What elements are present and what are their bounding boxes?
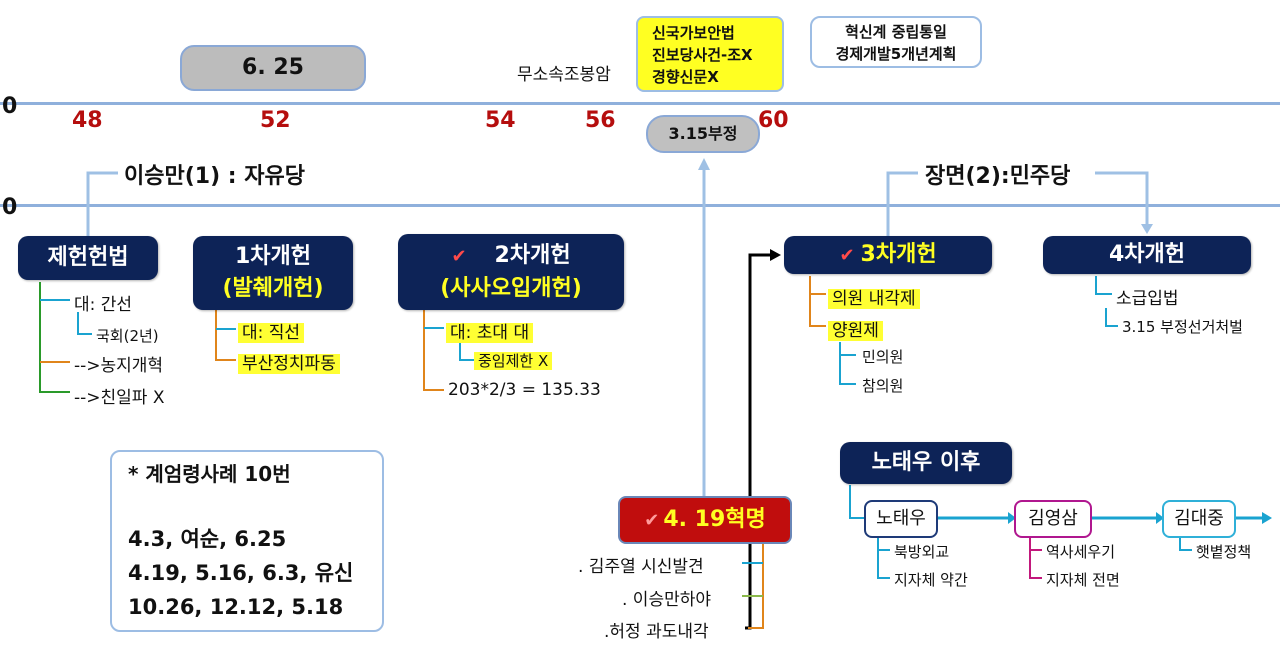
second-item-2-label: 중임제한 X (474, 352, 553, 370)
year-48: 48 (72, 108, 103, 133)
first-item-1-label: 대: 직선 (238, 323, 305, 343)
roh-item-2: 지자체 약간 (894, 571, 968, 589)
third-item-2-label: 양원제 (828, 321, 883, 341)
event-muso: 무소속조봉암 (517, 65, 611, 85)
fourth-item-2: 3.15 부정선거처벌 (1122, 318, 1243, 336)
revolution-box: ✔4. 19혁명 (618, 496, 792, 544)
second-amendment-box: ✔ 2차개헌 (사사오입개헌) (398, 234, 624, 310)
third-title: 3차개헌 (860, 242, 937, 267)
check-icon: ✔ (451, 246, 467, 267)
constitution-item-3: -->농지개혁 (74, 356, 164, 376)
constitution-item-4: -->친일파 X (74, 388, 165, 408)
second-item-3: 203*2/3 = 135.33 (448, 380, 601, 400)
roh-box: 노태우 (864, 500, 938, 538)
martial-law-box: * 계엄령사례 10번 4.3, 여순, 6.25 4.19, 5.16, 6.… (110, 450, 384, 632)
after-roh-title: 노태우 이후 (871, 450, 981, 475)
martial-line-1: 4.3, 여순, 6.25 (128, 527, 287, 551)
second-title: 2차개헌 (494, 243, 571, 268)
constitution-title: 제헌헌법 (47, 245, 129, 270)
third-item-2: 양원제 (828, 316, 883, 341)
third-item-1-label: 의원 내각제 (828, 289, 920, 309)
kdj-box: 김대중 (1162, 500, 1236, 538)
year-52: 52 (260, 108, 291, 133)
kdj-item-1: 햇볕정책 (1196, 543, 1252, 561)
yellow-events-box: 신국가보안법 진보당사건-조X 경향신문X (636, 16, 784, 92)
first-subtitle: (발췌개헌) (222, 276, 324, 301)
third-item-4: 참의원 (862, 377, 904, 395)
timeline-zero-top: 0 (2, 94, 18, 119)
check-icon: ✔ (644, 510, 660, 531)
event-625: 6. 25 (180, 45, 366, 91)
third-amendment-box: ✔3차개헌 (784, 236, 992, 274)
jang-heading: 장면(2):민주당 (925, 164, 1071, 189)
second-title-row: ✔ 2차개헌 (398, 240, 624, 273)
constitution-box: 제헌헌법 (18, 236, 158, 280)
martial-title: * 계엄령사례 10번 (128, 462, 291, 486)
revolution-item-2: . 이승만하야 (622, 590, 712, 610)
after-roh-box: 노태우 이후 (840, 442, 1012, 484)
revolution-title: 4. 19혁명 (663, 507, 766, 532)
hyeoksin-item-2: 경제개발5개년계획 (835, 45, 957, 63)
first-amendment-box: 1차개헌 (발췌개헌) (193, 236, 353, 310)
yellow-item-1: 신국가보안법 (652, 24, 735, 42)
first-title: 1차개헌 (234, 244, 312, 269)
year-60: 60 (758, 108, 789, 133)
hyeoksin-box: 혁신계 중립통일 경제개발5개년계획 (810, 16, 982, 68)
martial-line-3: 10.26, 12.12, 5.18 (128, 595, 344, 619)
kys-box: 김영삼 (1014, 500, 1092, 538)
third-item-3: 민의원 (862, 348, 904, 366)
constitution-item-1: 대: 간선 (74, 295, 133, 315)
fourth-item-1: 소급입법 (1116, 289, 1179, 309)
event-315: 3.15부정 (646, 115, 760, 153)
revolution-item-1: . 김주열 시신발견 (578, 557, 704, 577)
yellow-item-3: 경향신문X (652, 68, 719, 86)
event-315-label: 3.15부정 (668, 124, 738, 143)
second-subtitle: (사사오입개헌) (440, 276, 582, 301)
first-item-1: 대: 직선 (238, 318, 305, 343)
second-item-1: 대: 초대 대 (446, 318, 534, 343)
second-item-2: 중임제한 X (474, 350, 553, 371)
kys-item-1: 역사세우기 (1046, 543, 1116, 561)
first-item-2-label: 부산정치파동 (238, 354, 340, 374)
timeline-zero-mid: 0 (2, 195, 18, 220)
hyeoksin-item-1: 혁신계 중립통일 (845, 23, 947, 41)
timeline-mid (0, 204, 1280, 207)
rhee-heading: 이승만(1) : 자유당 (124, 164, 305, 189)
yellow-item-2: 진보당사건-조X (652, 46, 753, 64)
year-56: 56 (585, 108, 616, 133)
event-625-label: 6. 25 (242, 55, 304, 80)
fourth-title: 4차개헌 (1108, 242, 1186, 267)
year-54: 54 (485, 108, 516, 133)
third-item-1: 의원 내각제 (828, 284, 920, 309)
kdj-label: 김대중 (1174, 508, 1224, 529)
kys-label: 김영삼 (1028, 508, 1078, 529)
first-item-2: 부산정치파동 (238, 349, 340, 374)
revolution-item-3: .허정 과도내각 (604, 622, 709, 642)
kys-item-2: 지자체 전면 (1046, 571, 1120, 589)
check-icon: ✔ (839, 245, 855, 266)
fourth-amendment-box: 4차개헌 (1043, 236, 1251, 274)
roh-item-1: 북방외교 (894, 543, 950, 561)
martial-line-2: 4.19, 5.16, 6.3, 유신 (128, 561, 354, 585)
timeline-top (0, 102, 1280, 105)
second-item-1-label: 대: 초대 대 (446, 323, 534, 343)
constitution-item-2: 국회(2년) (96, 327, 159, 345)
roh-label: 노태우 (876, 508, 926, 529)
